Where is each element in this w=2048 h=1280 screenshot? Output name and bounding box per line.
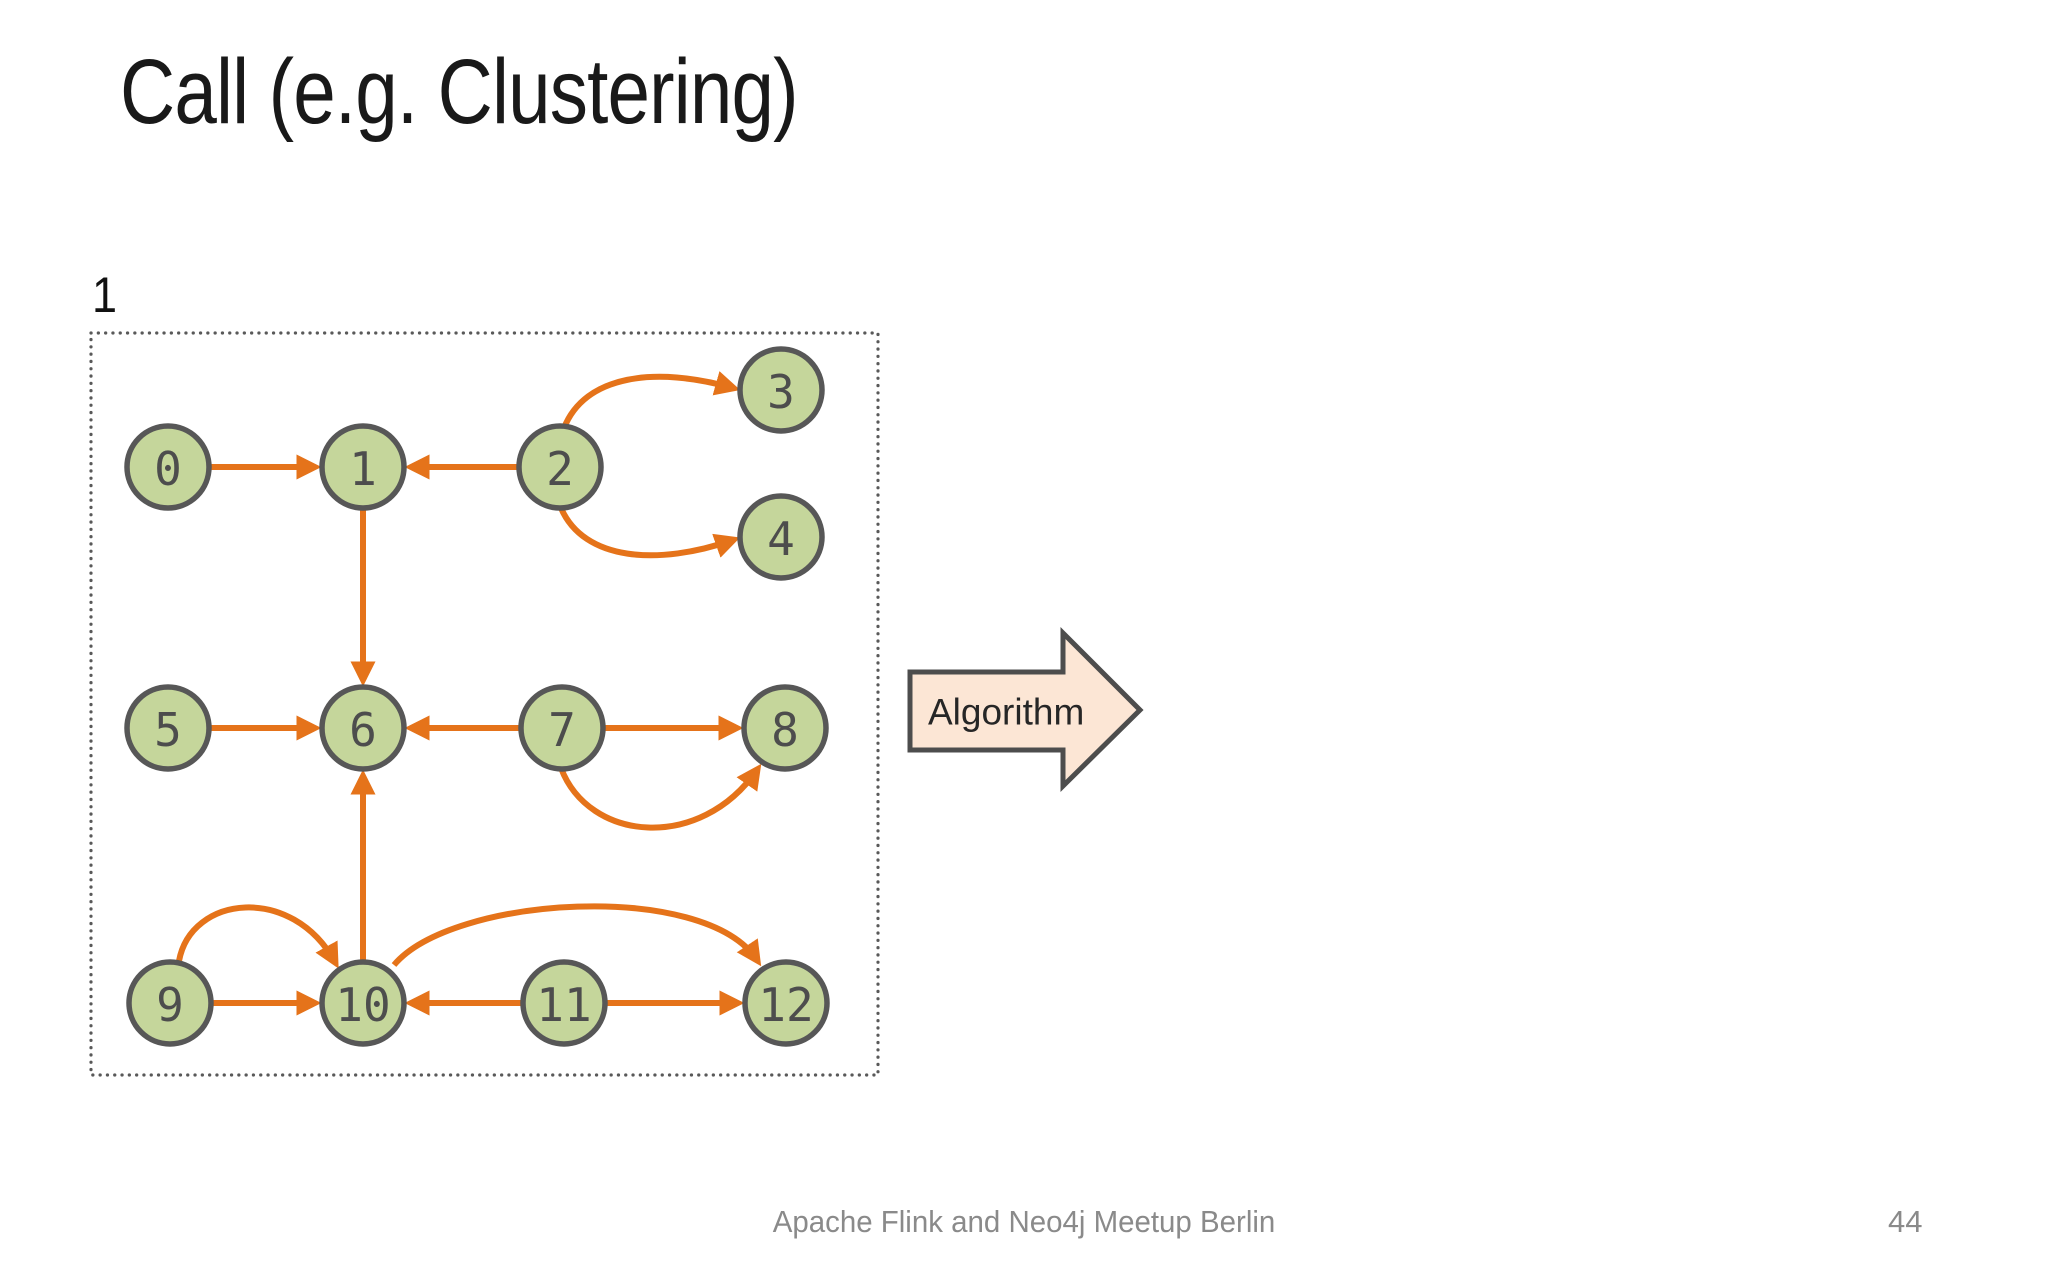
graph-node-11: 11 xyxy=(520,959,608,1047)
node-12-circle xyxy=(742,959,830,1047)
graph-node-2: 2 xyxy=(516,423,604,511)
node-4-label: 4 xyxy=(767,512,795,566)
slide-title: Call (e.g. Clustering) xyxy=(120,41,799,143)
page-number: 44 xyxy=(1888,1204,1923,1239)
node-10-label: 10 xyxy=(335,978,390,1032)
node-9-label: 9 xyxy=(156,978,184,1032)
algorithm-arrow-label: Algorithm xyxy=(928,692,1084,733)
edge-2-3 xyxy=(561,371,741,430)
node-7-circle xyxy=(518,684,606,772)
node-1-label: 1 xyxy=(349,442,377,496)
node-11-label: 11 xyxy=(536,978,591,1032)
graph-node-6: 6 xyxy=(319,684,407,772)
node-0-label: 0 xyxy=(154,442,182,496)
graph-node-4: 4 xyxy=(737,493,825,581)
graph-node-5: 5 xyxy=(124,684,212,772)
graph-node-3: 3 xyxy=(737,346,825,434)
node-12-label: 12 xyxy=(758,978,813,1032)
edge-10-12 xyxy=(391,903,762,967)
node-1-circle xyxy=(319,423,407,511)
edge-9-10 xyxy=(176,904,339,969)
graph-node-9: 9 xyxy=(126,959,214,1047)
node-11-circle xyxy=(520,959,608,1047)
graph-node-12: 12 xyxy=(742,959,830,1047)
node-4-circle xyxy=(737,493,825,581)
node-3-circle xyxy=(737,346,825,434)
edge-2-4 xyxy=(558,506,741,559)
cluster-boundary-box xyxy=(89,331,880,1077)
node-8-label: 8 xyxy=(771,703,799,757)
cluster-box-label: 1 xyxy=(92,267,118,323)
node-3-label: 3 xyxy=(767,365,795,419)
node-7-label: 7 xyxy=(548,703,576,757)
algorithm-arrow-shape xyxy=(907,626,1144,792)
node-9-circle xyxy=(126,959,214,1047)
node-6-label: 6 xyxy=(349,703,377,757)
node-5-circle xyxy=(124,684,212,772)
node-6-circle xyxy=(319,684,407,772)
edge-7-8 xyxy=(558,763,762,831)
node-2-circle xyxy=(516,423,604,511)
node-10-circle xyxy=(319,959,407,1047)
node-8-circle xyxy=(741,684,829,772)
graph-node-1: 1 xyxy=(319,423,407,511)
node-0-circle xyxy=(124,423,212,511)
graph-node-8: 8 xyxy=(741,684,829,772)
algorithm-arrow: Algorithm xyxy=(907,626,1144,792)
node-2-label: 2 xyxy=(546,442,574,496)
graph-node-10: 10 xyxy=(319,959,407,1047)
node-5-label: 5 xyxy=(154,703,182,757)
footer-text: Apache Flink and Neo4j Meetup Berlin xyxy=(772,1204,1276,1239)
graph-node-0: 0 xyxy=(124,423,212,511)
graph-node-7: 7 xyxy=(518,684,606,772)
